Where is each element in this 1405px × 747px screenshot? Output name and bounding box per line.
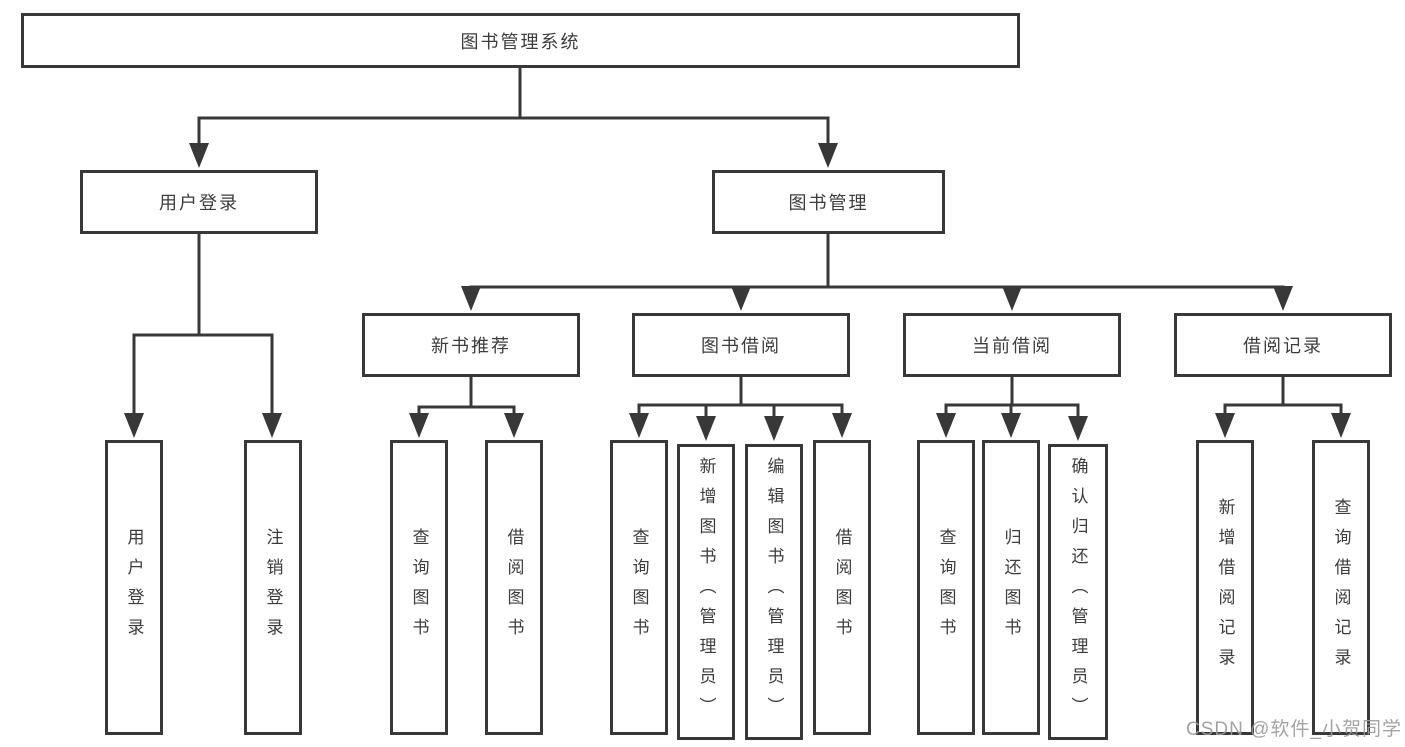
leaf-nb-borrow-books-label: 借阅图书 <box>504 527 524 648</box>
arrowhead-bb-edit <box>764 416 784 441</box>
node-book-management-label: 图书管理 <box>788 193 869 213</box>
leaf-br-query-record-label: 查询借阅记录 <box>1331 497 1351 678</box>
node-current-borrowing: 当前借阅 <box>903 313 1121 377</box>
leaf-user-login: 用户登录 <box>105 440 163 735</box>
leaf-bb-edit-books-admin-label: 编辑图书（管理员） <box>764 457 784 727</box>
leaf-bb-add-books-admin: 新增图书（管理员） <box>677 444 735 740</box>
arrowhead-nb-query <box>409 413 429 438</box>
leaf-cb-query-books-label: 查询图书 <box>936 527 956 648</box>
arrowhead-book-borrow <box>731 286 751 311</box>
arrowhead-br-add <box>1215 413 1235 438</box>
arrowhead-borrow-records <box>1273 286 1293 311</box>
node-borrow-records-label: 借阅记录 <box>1243 336 1323 356</box>
arrowhead-br-query <box>1331 413 1351 438</box>
leaf-cb-return-books-label: 归还图书 <box>1001 527 1021 648</box>
node-borrow-records: 借阅记录 <box>1174 313 1392 377</box>
leaf-nb-borrow-books: 借阅图书 <box>485 440 543 735</box>
leaf-br-add-record: 新增借阅记录 <box>1196 440 1254 735</box>
arrowhead-login-leaf <box>124 413 144 438</box>
leaf-cb-confirm-return-admin-label: 确认归还（管理员） <box>1068 457 1088 727</box>
arrowhead-book-mgmt <box>818 143 838 168</box>
leaf-cb-return-books: 归还图书 <box>982 440 1040 735</box>
arrowhead-logout-leaf <box>262 413 282 438</box>
node-new-book-recommend-label: 新书推荐 <box>431 336 511 356</box>
leaf-br-add-record-label: 新增借阅记录 <box>1215 497 1235 678</box>
node-root-label: 图书管理系统 <box>460 31 581 52</box>
leaf-bb-query-books: 查询图书 <box>610 440 668 735</box>
leaf-bb-edit-books-admin: 编辑图书（管理员） <box>745 444 803 740</box>
arrowhead-cb-confirm <box>1068 416 1088 441</box>
node-root: 图书管理系统 <box>21 13 1020 68</box>
leaf-user-login-label: 用户登录 <box>124 527 144 648</box>
node-user-login: 用户登录 <box>80 170 318 234</box>
leaf-cb-query-books: 查询图书 <box>917 440 975 735</box>
arrowhead-cb-query <box>936 413 956 438</box>
leaf-logout: 注销登录 <box>244 440 302 735</box>
leaf-br-query-record: 查询借阅记录 <box>1312 440 1370 735</box>
node-book-borrowing: 图书借阅 <box>632 313 850 377</box>
node-new-book-recommend: 新书推荐 <box>362 313 580 377</box>
arrowhead-bb-add <box>696 416 716 441</box>
leaf-cb-confirm-return-admin: 确认归还（管理员） <box>1048 444 1108 740</box>
leaf-bb-add-books-admin-label: 新增图书（管理员） <box>696 457 716 727</box>
leaf-bb-borrow-books: 借阅图书 <box>813 440 871 735</box>
leaf-logout-label: 注销登录 <box>263 527 283 648</box>
node-book-management: 图书管理 <box>712 170 945 234</box>
arrowhead-current-borrow <box>1002 286 1022 311</box>
node-book-borrowing-label: 图书借阅 <box>701 336 781 356</box>
node-user-login-label: 用户登录 <box>159 193 239 213</box>
arrowhead-nb-borrow <box>504 413 524 438</box>
leaf-bb-query-books-label: 查询图书 <box>629 527 649 648</box>
arrowhead-bb-query <box>629 413 649 438</box>
leaf-nb-query-books: 查询图书 <box>390 440 448 735</box>
csdn-watermark: CSDN @软件_小贺同学 <box>1186 719 1402 740</box>
arrowhead-user-login <box>189 143 209 168</box>
arrowhead-cb-return <box>1001 413 1021 438</box>
leaf-nb-query-books-label: 查询图书 <box>409 527 429 648</box>
arrowhead-bb-borrow <box>832 413 852 438</box>
node-current-borrowing-label: 当前借阅 <box>972 336 1052 356</box>
leaf-bb-borrow-books-label: 借阅图书 <box>832 527 852 648</box>
arrowhead-new-book <box>461 286 481 311</box>
